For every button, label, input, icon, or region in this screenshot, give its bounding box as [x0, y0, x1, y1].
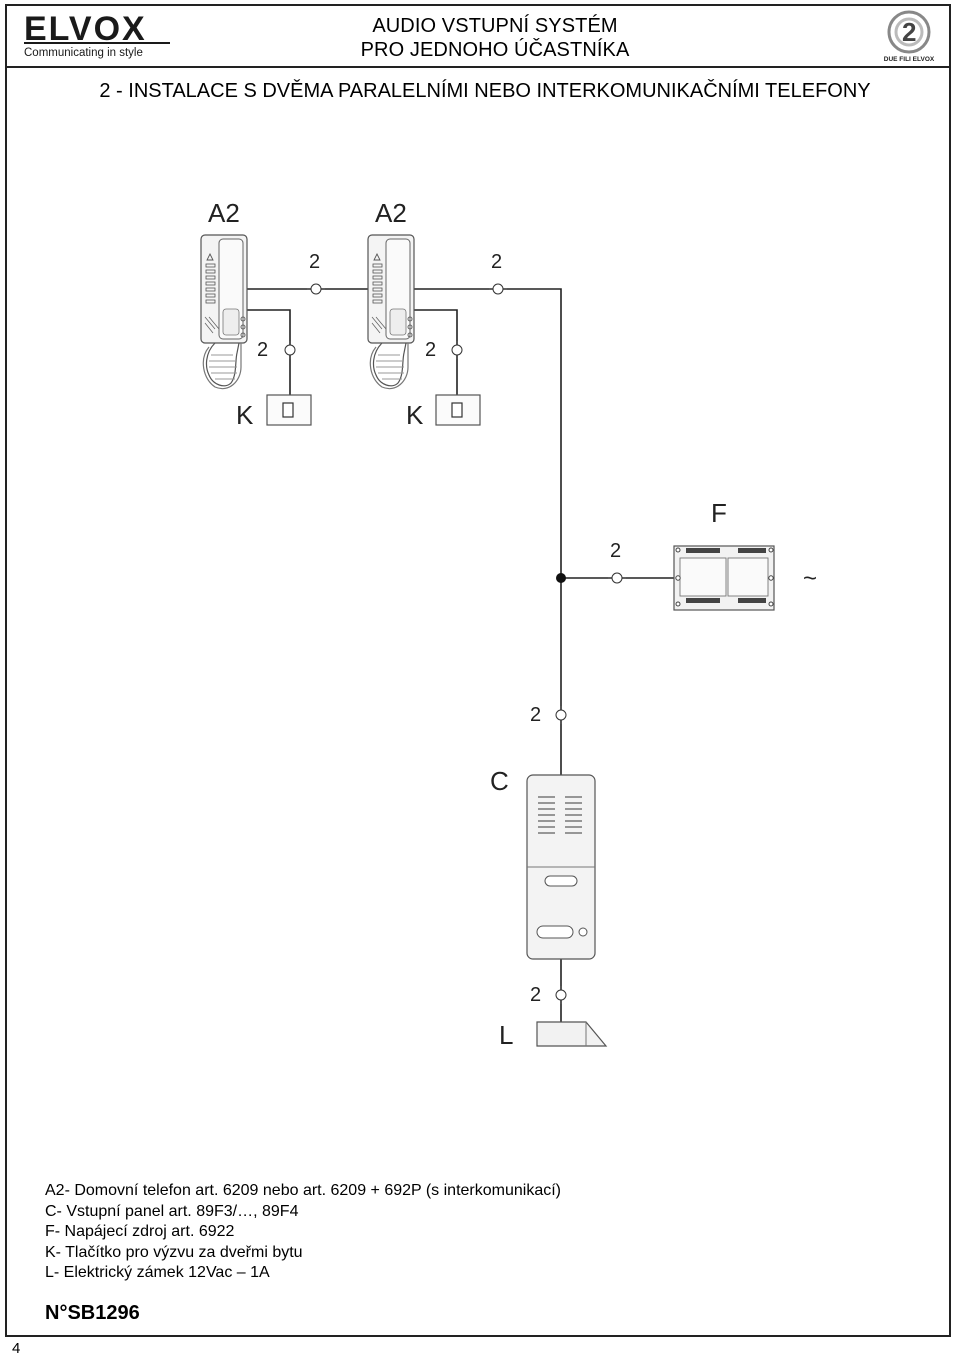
page-frame: [5, 4, 951, 1337]
power-supply-unit: [673, 545, 775, 611]
component-legend: A2- Domovní telefon art. 6209 nebo art. …: [45, 1181, 561, 1284]
wire-count-label: 2: [610, 540, 621, 562]
wire-count-label: 2: [425, 339, 436, 361]
wire-marker-1: [306, 283, 326, 295]
handset-1-label: A2: [208, 198, 240, 228]
section-heading: 2 - INSTALACE S DVĚMA PARALELNÍMI NEBO I…: [99, 80, 871, 102]
due-fili-badge: 2 DUE FILI ELVOX: [880, 8, 938, 69]
junction-dot: [556, 573, 566, 583]
legend-item: K- Tlačítko pro výzvu za dveřmi bytu: [45, 1243, 303, 1261]
handset-2-label: A2: [375, 198, 407, 228]
wire-marker-2: [488, 283, 508, 295]
logo-wordmark: ELVOX: [24, 10, 147, 48]
intercom-handset-2: [367, 234, 415, 390]
electric-lock: [536, 1021, 608, 1047]
intercom-handset-1: [200, 234, 248, 390]
entry-panel-label: C: [490, 766, 509, 796]
button-1-label: K: [236, 400, 254, 430]
call-button-1: [266, 394, 312, 426]
button-2-label: K: [406, 400, 424, 430]
wire-marker-4: [451, 340, 463, 360]
title-line-2: PRO JEDNOHO ÚČASTNÍKA: [360, 39, 630, 61]
power-supply-label: F: [711, 498, 727, 528]
document-title: AUDIO VSTUPNÍ SYSTÉM PRO JEDNOHO ÚČASTNÍ…: [300, 14, 690, 62]
legend-item: A2- Domovní telefon art. 6209 nebo art. …: [45, 1182, 561, 1199]
wire-count-label: 2: [530, 704, 541, 726]
wire-marker-5: [607, 572, 627, 584]
call-button-2: [435, 394, 481, 426]
lock-label: L: [499, 1020, 513, 1050]
page-number: 4: [12, 1340, 21, 1357]
wire-count-label: 2: [491, 251, 502, 273]
elvox-logo: ELVOX Communicating in style: [22, 10, 177, 65]
logo-tagline: Communicating in style: [24, 47, 143, 59]
wire-marker-3: [284, 340, 296, 360]
svg-text:2: 2: [902, 17, 916, 47]
wire-marker-7: [555, 985, 567, 1005]
wire-marker-6: [555, 705, 567, 725]
ac-mains-symbol: ~: [803, 565, 817, 592]
header-divider: [5, 66, 951, 68]
legend-item: C- Vstupní panel art. 89F3/…, 89F4: [45, 1202, 299, 1220]
legend-item: F- Napájecí zdroj art. 6922: [45, 1223, 235, 1240]
wire-count-label: 2: [257, 339, 268, 361]
entry-panel: [526, 774, 596, 960]
wire-count-label: 2: [530, 984, 541, 1006]
wire-count-label: 2: [309, 251, 320, 273]
title-line-1: AUDIO VSTUPNÍ SYSTÉM: [372, 15, 618, 37]
document-code: N°SB1296: [45, 1302, 140, 1324]
legend-item: L- Elektrický zámek 12Vac – 1A: [45, 1264, 270, 1281]
badge-text: DUE FILI ELVOX: [884, 56, 935, 63]
